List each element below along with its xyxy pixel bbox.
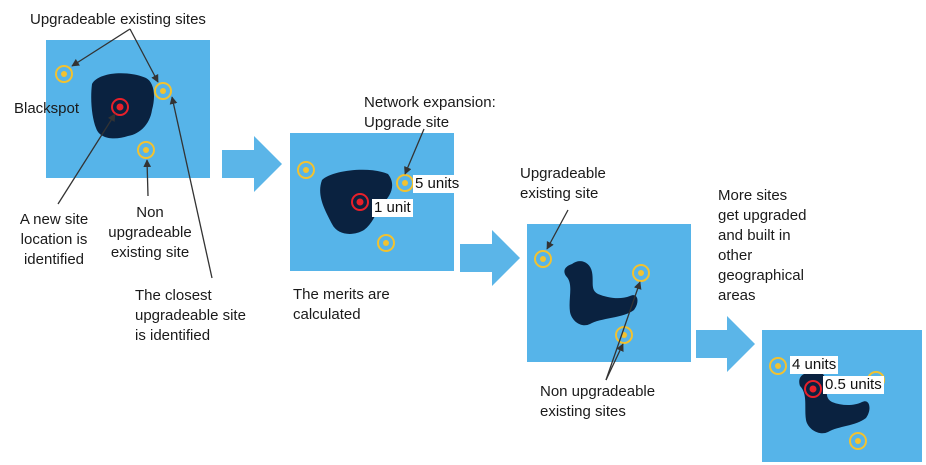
site-marker-1c <box>137 141 155 159</box>
callout-upgradeable-site <box>546 209 569 250</box>
site-marker-2c <box>377 234 395 252</box>
site-marker-1b <box>154 82 172 100</box>
site-marker-2a <box>297 161 315 179</box>
label-upgradeable-existing-sites: Upgradeable existing sites <box>30 11 206 28</box>
callout-network-expansion <box>404 128 425 175</box>
blackspot-shape-3 <box>564 261 638 326</box>
callout-non-upgradeable <box>143 159 152 197</box>
panel-3 <box>527 224 691 362</box>
label-more-sites: More sites get upgraded and built in oth… <box>718 187 807 304</box>
label-four-units: 4 units <box>790 356 839 374</box>
new-site-marker-1 <box>111 98 129 116</box>
callout-non-upgradeable-right <box>605 281 642 381</box>
label-closest-upgradeable: The closest upgradeable site is identifi… <box>135 287 246 344</box>
flow-arrow-3 <box>696 316 755 372</box>
label-non-upgradeable: Non upgradeable existing site <box>108 204 192 261</box>
callout-new-site <box>57 113 116 205</box>
callout-upgradeable-right <box>129 28 159 83</box>
map-area-4 <box>762 330 922 462</box>
site-marker-3a <box>534 250 552 268</box>
flow-arrow-1 <box>222 136 282 192</box>
flow-arrow-2 <box>460 230 520 286</box>
new-site-marker-4 <box>804 380 822 398</box>
label-one-unit: 1 unit <box>372 199 413 217</box>
callout-non-upgradeable-left <box>605 343 624 381</box>
label-new-site: A new site location is identified <box>19 211 89 268</box>
callout-upgradeable-left <box>71 28 131 67</box>
site-marker-4a <box>769 357 787 375</box>
site-marker-4c <box>849 432 867 450</box>
panel-4 <box>762 330 922 462</box>
map-area-3 <box>527 224 691 362</box>
new-site-marker-2 <box>351 193 369 211</box>
label-merits: The merits are calculated <box>293 286 390 323</box>
label-half-units: 0.5 units <box>823 376 884 394</box>
site-marker-1a <box>55 65 73 83</box>
label-network-expansion: Network expansion: Upgrade site <box>364 94 496 131</box>
label-five-units: 5 units <box>413 175 462 193</box>
label-upgradeable-existing-site: Upgradeable existing site <box>520 165 606 202</box>
blackspot-shape-4 <box>799 370 870 434</box>
site-marker-3b <box>632 264 650 282</box>
label-blackspot: Blackspot <box>14 100 80 117</box>
callout-lines <box>57 28 642 381</box>
label-non-upgradeable-existing-sites: Non upgradeable existing sites <box>540 383 656 420</box>
blackspot-shape-2 <box>320 169 393 234</box>
callout-closest <box>169 96 213 279</box>
